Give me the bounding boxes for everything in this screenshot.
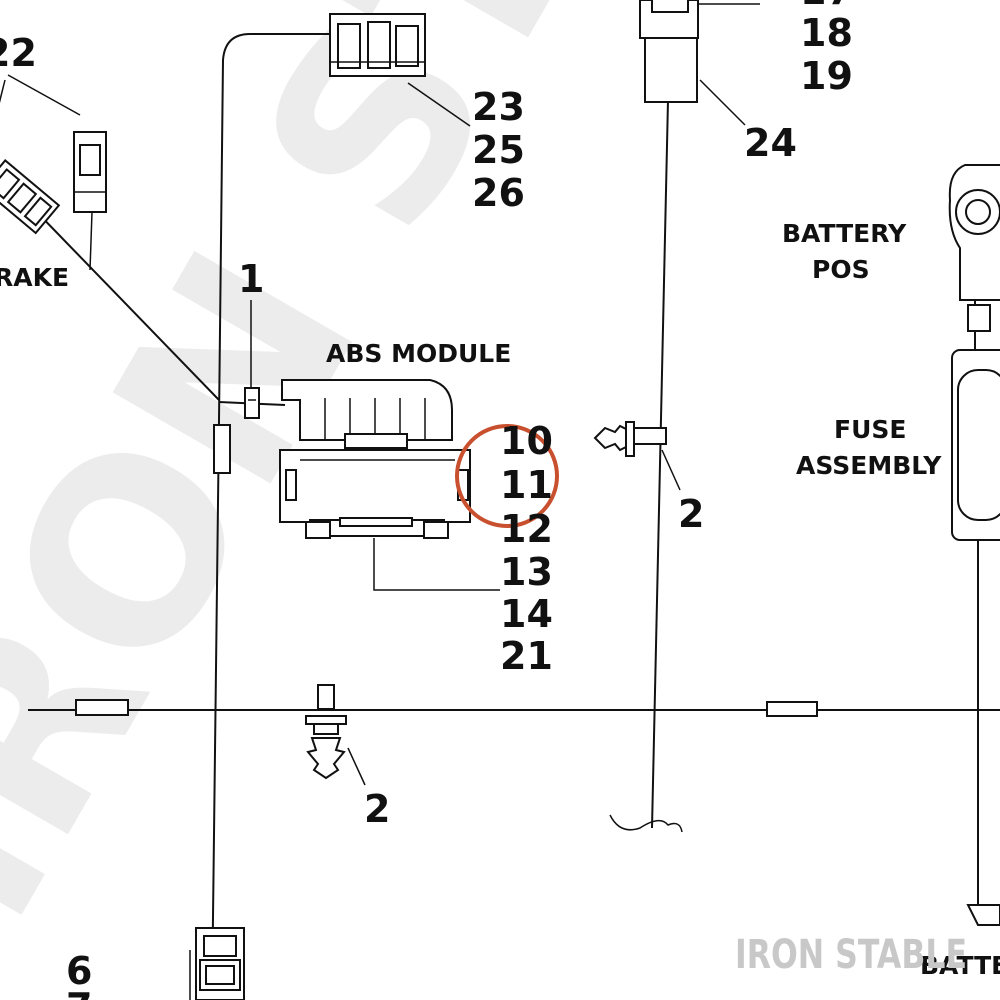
label-abs-module: ABS MODULE [326, 339, 511, 368]
highlight-circle [455, 424, 559, 528]
callout-2-right: 2 [678, 492, 704, 536]
callout-18: 18 [800, 11, 853, 55]
connector-24 [639, 0, 760, 103]
callout-6: 6 [66, 949, 92, 993]
label-brake: RAKE [0, 263, 69, 292]
callout-24: 24 [744, 121, 797, 165]
connector-bottom [189, 927, 245, 1000]
callout-22: 22 [0, 31, 37, 75]
wire-left-vertical [211, 33, 330, 1000]
callout-19: 19 [800, 54, 853, 98]
wire-squiggle [609, 814, 683, 833]
sleeve-horizontal-right [766, 701, 818, 717]
label-battery-pos-2: POS [812, 255, 870, 284]
callout-7: 7 [66, 985, 92, 1000]
sleeve-horizontal-left [75, 699, 129, 716]
battery-bottom-connector [966, 904, 1000, 926]
callout-25: 25 [472, 128, 525, 172]
wire-brake [29, 204, 220, 401]
push-clip-right [593, 421, 667, 457]
wire-right-vertical [651, 99, 669, 829]
label-fuse-2: ASSEMBLY [796, 451, 942, 480]
callout-12: 12 [500, 507, 553, 551]
callout-1: 1 [238, 257, 264, 301]
callout-14: 14 [500, 592, 553, 636]
clip-1 [244, 387, 260, 419]
callout-2-bottom: 2 [364, 787, 390, 831]
connector-top [329, 13, 426, 77]
label-battery-pos-1: BATTERY [782, 219, 907, 248]
callout-17: 17 [800, 0, 853, 13]
label-battery-bottom: BATTE [920, 951, 1000, 980]
connector-brake [0, 159, 61, 235]
callout-21: 21 [500, 634, 553, 678]
battery-pos-terminal [948, 164, 1000, 332]
push-clip-bottom [305, 684, 347, 780]
callout-26: 26 [472, 171, 525, 215]
callout-13: 13 [500, 550, 553, 594]
wire-brake-switch [89, 211, 93, 271]
leader-lines [0, 74, 746, 786]
watermark-corner: IRON STABLE [735, 932, 967, 978]
callout-23: 23 [472, 85, 525, 129]
connector-brake-switch [73, 131, 107, 213]
callout-11: 11 [500, 463, 553, 507]
callout-10: 10 [500, 419, 553, 463]
abs-module [279, 379, 471, 539]
label-fuse-1: FUSE [834, 415, 906, 444]
fuse-assembly [951, 349, 1000, 541]
sleeve-left [213, 424, 231, 474]
